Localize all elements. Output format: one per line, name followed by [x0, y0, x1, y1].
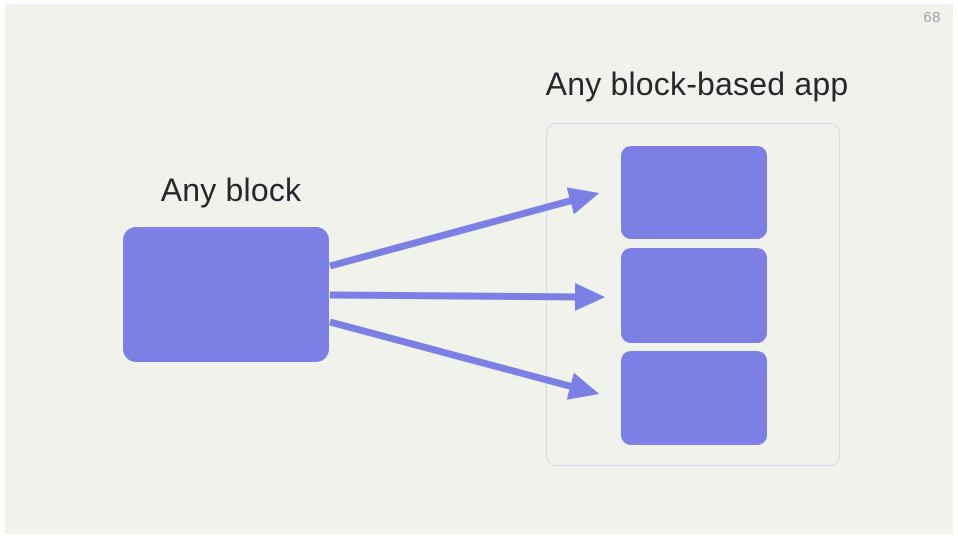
arrow-bottom-icon — [329, 318, 600, 400]
arrow-top-icon — [329, 187, 600, 270]
arrow-middle-icon — [329, 282, 606, 311]
source-block-label: Any block — [160, 172, 302, 208]
any-block-shape — [123, 227, 329, 362]
page-number: 68 — [923, 9, 941, 26]
app-block-slot-2 — [621, 248, 767, 343]
target-app-title: Any block-based app — [545, 66, 849, 102]
block-based-app-container — [546, 123, 840, 466]
app-block-slot-1 — [621, 146, 767, 239]
slide-canvas: 68 Any block Any block-based app — [5, 4, 953, 534]
app-block-slot-3 — [621, 351, 767, 445]
